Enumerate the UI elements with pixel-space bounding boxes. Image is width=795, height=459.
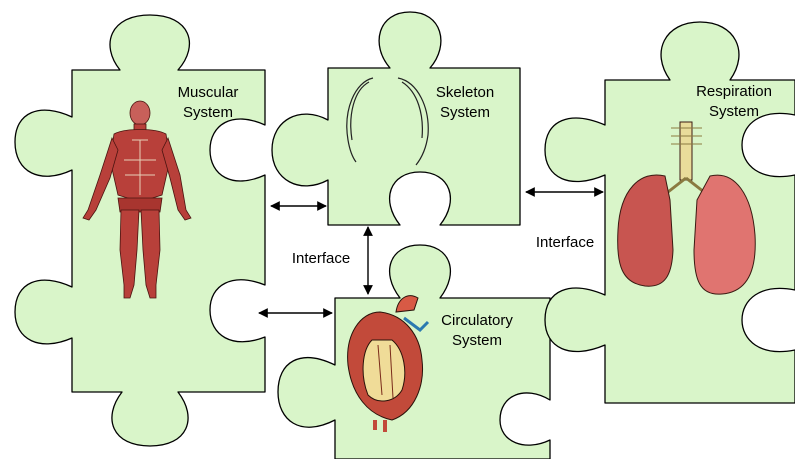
muscular-system-piece xyxy=(15,15,265,446)
muscular-label-line2: System xyxy=(183,104,233,121)
interface-label-right: Interface xyxy=(536,234,594,251)
skeleton-label-line1: Skeleton xyxy=(436,84,494,101)
circulatory-label-line2: System xyxy=(452,332,502,349)
skeleton-label-line2: System xyxy=(440,104,490,121)
muscular-label-line1: Muscular xyxy=(178,84,239,101)
respiration-label-line1: Respiration xyxy=(696,83,772,100)
respiration-label-line2: System xyxy=(709,103,759,120)
circulatory-label-line1: Circulatory xyxy=(441,312,513,329)
interface-label-left: Interface xyxy=(292,250,350,267)
